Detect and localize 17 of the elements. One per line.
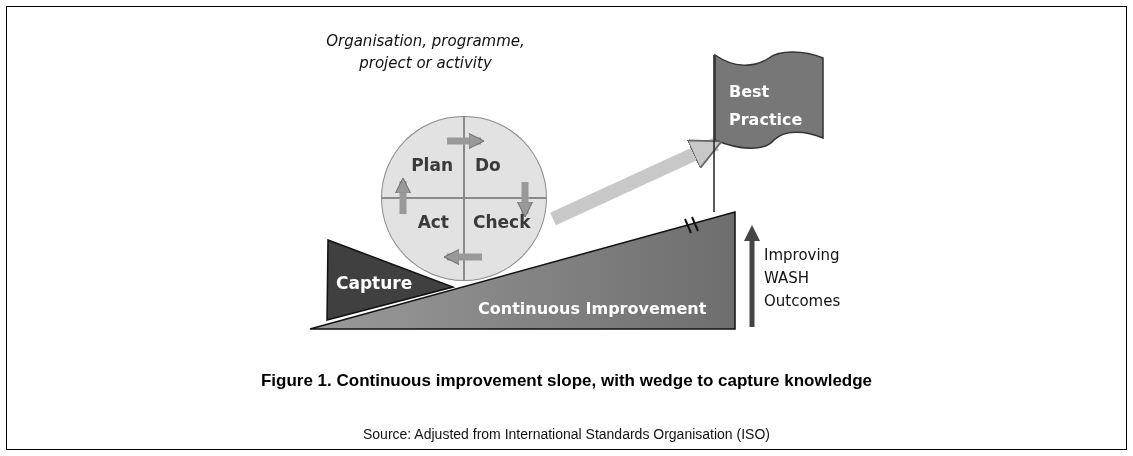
flag-label: Best Practice xyxy=(729,81,804,131)
shape-label: Continuous Improvement xyxy=(478,299,707,318)
cycle-arrow xyxy=(447,132,485,150)
phase-label: Check xyxy=(473,212,531,232)
wheel-heading: Organisation, programme, project or activity xyxy=(325,31,526,74)
phase-label: Act xyxy=(417,212,449,232)
cycle-arrow xyxy=(443,248,482,266)
figure-caption: Figure 1. Continuous improvement slope, with wedge to capture knowledge xyxy=(259,371,874,391)
source-note: Source: Adjusted from International Standards Organisation (ISO) xyxy=(362,426,771,442)
phase-label: Plan xyxy=(411,155,453,175)
flagpole xyxy=(713,54,715,213)
shape-label: Capture xyxy=(336,273,413,293)
axis-note: Improving WASH Outcomes xyxy=(764,245,842,312)
cycle-arrow xyxy=(516,182,534,218)
block-arrow xyxy=(550,137,723,226)
cycle-arrow xyxy=(394,177,412,214)
phase-label: Do xyxy=(475,155,501,175)
